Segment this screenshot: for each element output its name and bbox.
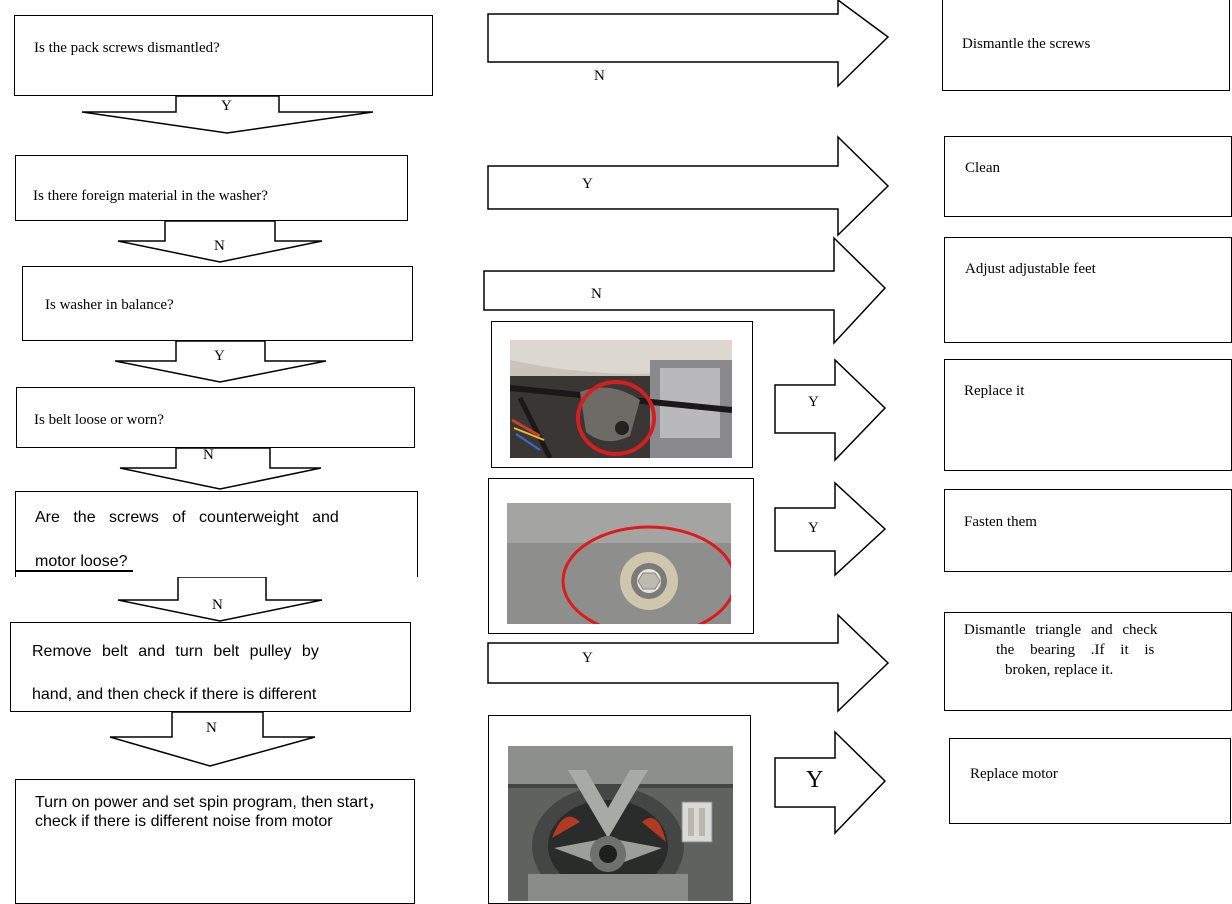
action-text-dismantle-triangle-line1: Dismantle triangle and check [964,622,1158,638]
question-text-belt-pulley-line2: hand, and then check if there is differe… [32,686,317,703]
question-box-balance: Is washer in balance? [22,266,413,341]
action-text-dismantle-triangle-line3: broken, replace it. [1005,662,1114,678]
action-box-adjust-feet: Adjust adjustable feet [944,237,1232,343]
action-text-clean: Clean [965,160,1000,176]
down-arrow-4 [119,447,322,490]
right-label-4: Y [808,394,819,410]
down-label-6: N [206,720,217,736]
down-label-4: N [203,447,214,463]
question-text-motor-noise: Turn on power and set spin program, then… [35,794,384,831]
down-arrow-1 [81,95,374,134]
action-box-dismantle-screws: Dismantle the screws [942,0,1230,91]
right-label-7: Y [806,767,824,793]
question-text-belt: Is belt loose or worn? [34,412,164,428]
counterweight-screw-photo [507,503,731,624]
question-box-counterweight: Are the screws of counterweight and moto… [15,491,418,577]
question-text-belt-pulley-line1: Remove belt and turn belt pulley by [32,643,319,660]
question-box-counterweight-underline [15,570,133,572]
right-arrow-5 [774,481,887,577]
action-box-replace-it: Replace it [944,359,1232,471]
action-text-replace-motor: Replace motor [970,766,1058,782]
right-label-5: Y [808,520,819,536]
question-text-pack-screws: Is the pack screws dismantled? [34,40,220,56]
right-label-3: N [591,286,602,302]
question-text-counterweight-line1: Are the screws of counterweight and [35,509,339,526]
down-label-2: N [214,238,225,254]
action-box-clean: Clean [944,136,1232,217]
action-text-dismantle-triangle-line2: the bearing .If it is [996,642,1155,658]
question-box-belt-pulley: Remove belt and turn belt pulley by hand… [10,622,411,712]
right-arrow-3 [483,236,887,345]
down-label-5: N [212,597,223,613]
down-arrow-2 [117,220,323,263]
photo-frame-counterweight-screw [488,478,754,634]
action-box-dismantle-triangle: Dismantle triangle and check the bearing… [944,612,1232,711]
right-label-2: Y [582,176,593,192]
right-label-1: N [594,68,605,84]
action-text-replace-it: Replace it [964,383,1025,399]
down-arrow-3 [114,340,327,383]
question-text-balance: Is washer in balance? [45,297,174,313]
right-arrow-6 [487,613,890,713]
question-box-belt: Is belt loose or worn? [16,387,415,448]
question-text-counterweight-line2: motor loose? [35,553,128,570]
down-label-1: Y [221,98,232,114]
photo-frame-motor [488,715,751,904]
right-arrow-2 [487,135,890,237]
right-arrow-7 [774,730,887,835]
belt-tensioner-photo [510,340,732,458]
right-arrow-1 [487,0,890,88]
right-arrow-4 [774,358,887,462]
motor-photo [508,746,733,901]
photo-frame-belt-tensioner [491,321,753,468]
question-text-foreign-material: Is there foreign material in the washer? [33,188,268,204]
down-arrow-6 [109,711,316,767]
action-box-fasten: Fasten them [944,489,1232,572]
action-text-fasten: Fasten them [964,514,1037,530]
right-label-6: Y [582,650,593,666]
down-arrow-5 [117,576,323,622]
action-text-dismantle-screws: Dismantle the screws [962,36,1091,52]
question-box-foreign-material: Is there foreign material in the washer? [15,155,408,221]
action-text-adjust-feet: Adjust adjustable feet [965,261,1096,277]
down-label-3: Y [214,348,225,364]
question-box-motor-noise: Turn on power and set spin program, then… [15,779,415,904]
question-box-pack-screws: Is the pack screws dismantled? [14,15,433,96]
action-box-replace-motor: Replace motor [949,738,1231,824]
